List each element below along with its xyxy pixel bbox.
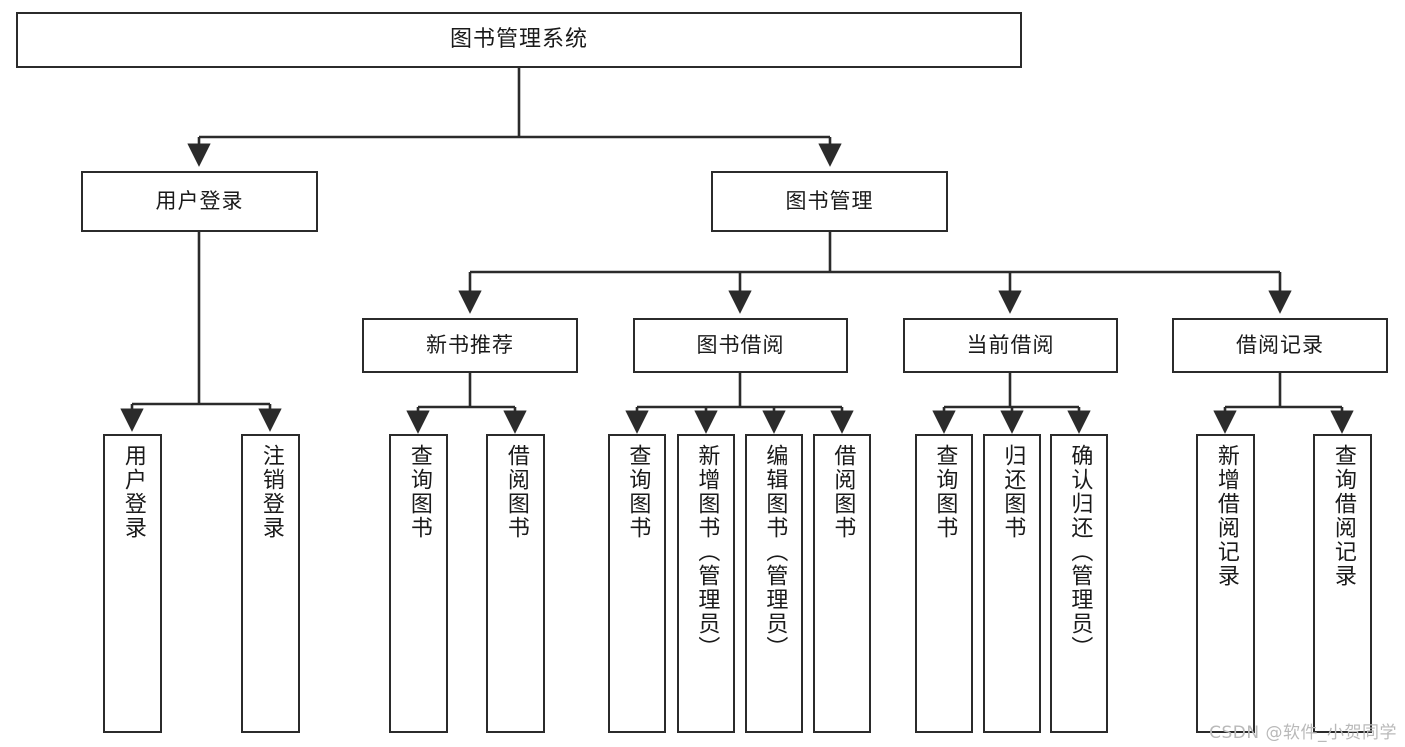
node-current-borrow[interactable]: 当前借阅 (903, 318, 1118, 373)
node-user-login[interactable]: 用户登录 (81, 171, 318, 232)
node-label: 注销登录 (258, 444, 284, 540)
node-label: 查询图书 (625, 444, 651, 540)
node-label: 新增借阅记录 (1213, 444, 1239, 588)
leaf-user-login[interactable]: 用户登录 (103, 434, 162, 733)
node-label: 用户登录 (155, 189, 244, 214)
node-label: 确认归还（管理员） (1067, 444, 1093, 660)
node-label: 新书推荐 (426, 333, 514, 358)
leaf-user-logout[interactable]: 注销登录 (241, 434, 300, 733)
node-book-management[interactable]: 图书管理 (711, 171, 948, 232)
node-borrow-record[interactable]: 借阅记录 (1172, 318, 1388, 373)
node-book-borrow[interactable]: 图书借阅 (633, 318, 848, 373)
node-label: 用户登录 (120, 444, 146, 540)
node-root-system[interactable]: 图书管理系统 (16, 12, 1022, 68)
node-label: 图书借阅 (696, 333, 785, 358)
leaf-current-confirm-return-admin[interactable]: 确认归还（管理员） (1050, 434, 1108, 733)
leaf-record-add[interactable]: 新增借阅记录 (1196, 434, 1255, 733)
node-label: 借阅图书 (830, 444, 856, 540)
leaf-borrow-query-book[interactable]: 查询图书 (608, 434, 666, 733)
node-new-book-recommend[interactable]: 新书推荐 (362, 318, 578, 373)
node-label: 新增图书（管理员） (694, 444, 720, 660)
node-label: 图书管理系统 (449, 27, 588, 53)
node-label: 借阅记录 (1236, 333, 1324, 358)
node-label: 当前借阅 (966, 333, 1055, 358)
leaf-new-book-borrow[interactable]: 借阅图书 (486, 434, 545, 733)
leaf-new-book-query[interactable]: 查询图书 (389, 434, 448, 733)
leaf-borrow-edit-book-admin[interactable]: 编辑图书（管理员） (745, 434, 803, 733)
leaf-current-query-book[interactable]: 查询图书 (915, 434, 973, 733)
node-label: 归还图书 (1000, 444, 1026, 540)
node-label: 图书管理 (785, 189, 874, 214)
node-label: 查询图书 (406, 444, 432, 540)
leaf-record-query[interactable]: 查询借阅记录 (1313, 434, 1372, 733)
node-label: 编辑图书（管理员） (762, 444, 788, 660)
leaf-borrow-add-book-admin[interactable]: 新增图书（管理员） (677, 434, 735, 733)
node-label: 查询图书 (932, 444, 958, 540)
node-label: 查询借阅记录 (1330, 444, 1356, 588)
node-label: 借阅图书 (503, 444, 529, 540)
leaf-current-return-book[interactable]: 归还图书 (983, 434, 1041, 733)
leaf-borrow-borrow-book[interactable]: 借阅图书 (813, 434, 871, 733)
watermark: CSDN @软件_小贺同学 (1209, 723, 1397, 743)
